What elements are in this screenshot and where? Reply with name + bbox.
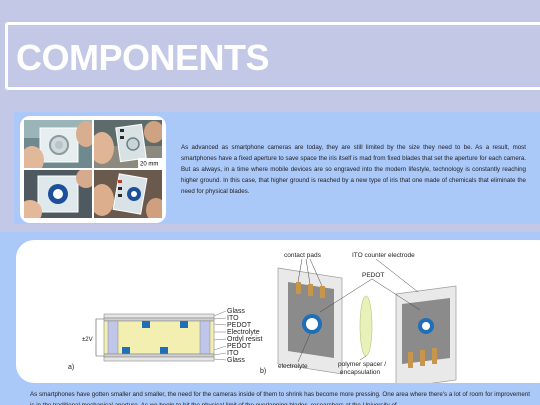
iris-photo-2: 20 mm [94, 120, 162, 168]
layer-stack-diagram: ±2V Glass ITO PEDOT Electrolyte Ordyl re… [68, 308, 262, 371]
exploded-assembly-diagram: b) contact pads [260, 252, 457, 389]
title-frame: COMPONENTS [5, 22, 540, 90]
layer-label-ordyl-resist: Ordyl resist [227, 336, 262, 343]
iris-photo-4 [94, 170, 162, 218]
iris-photo-grid: 20 mm [24, 120, 162, 219]
intro-panel: 20 mm [14, 112, 540, 224]
iris-photo-1 [24, 120, 92, 168]
pedot-label: PEDOT [362, 272, 384, 279]
panel-a-label: a) [68, 364, 74, 371]
layer-label-electrolyte: Electrolyte [227, 329, 260, 336]
ito-counter-electrode-label: ITO counter electrode [352, 252, 415, 259]
electrolyte-label: electrolyte [278, 363, 308, 370]
diagram-card: ±2V Glass ITO PEDOT Electrolyte Ordyl re… [16, 240, 540, 389]
intro-paragraph: As advanced as smartphone cameras are to… [181, 144, 526, 195]
layer-label-ito-top: ITO [227, 315, 239, 322]
scale-label: 20 mm [140, 162, 158, 168]
contact-pads-label: contact pads [284, 252, 322, 259]
panel-b-label: b) [260, 368, 266, 375]
voltage-label: ±2V [82, 337, 93, 343]
iris-photo-frame: 20 mm [20, 116, 166, 223]
iris-diagrams: ±2V Glass ITO PEDOT Electrolyte Ordyl re… [68, 252, 457, 389]
polymer-spacer-label: polymer spacer / [338, 361, 386, 368]
layer-label-ito-bottom: ITO [227, 350, 239, 357]
layer-label-glass-top: Glass [227, 308, 245, 315]
diagram-panel: ±2V Glass ITO PEDOT Electrolyte Ordyl re… [0, 232, 540, 405]
iris-photo-3 [24, 170, 92, 218]
encapsulation-label: encapsulation [340, 369, 380, 376]
layer-label-glass-bottom: Glass [227, 357, 245, 364]
page-title: COMPONENTS [16, 37, 270, 78]
layer-label-pedot-top: PEDOT [227, 322, 252, 329]
layer-label-pedot-bottom: PEDOT [227, 343, 252, 350]
body-paragraph: As smartphones have gotten smaller and s… [30, 391, 530, 405]
